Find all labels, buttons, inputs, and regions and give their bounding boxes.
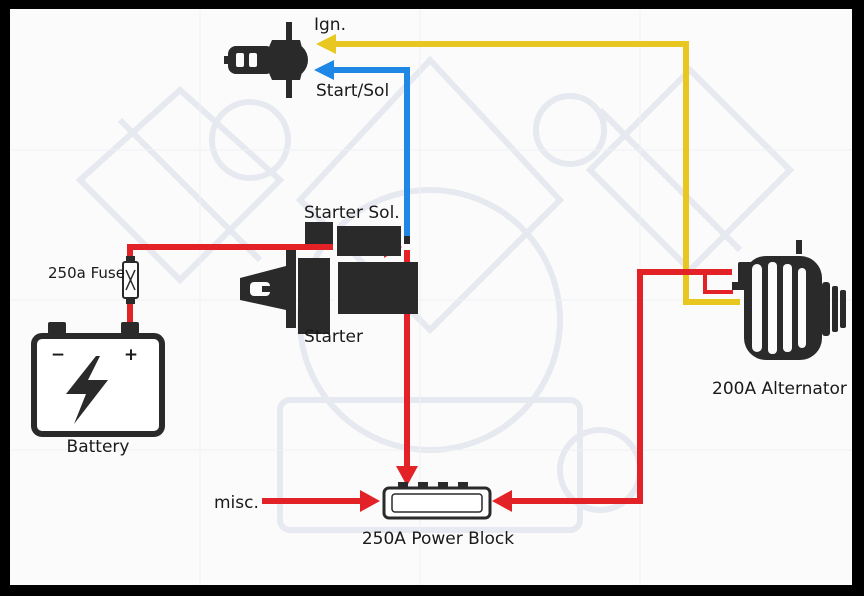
label-start-sol: Start/Sol: [316, 81, 389, 101]
alternator-icon: [732, 240, 846, 360]
arrow-block-left: [360, 490, 380, 512]
diagram-canvas: − +: [10, 9, 852, 585]
label-misc: misc.: [214, 493, 259, 513]
battery-positive-terminal: +: [124, 345, 138, 365]
arrow-start: [314, 60, 334, 80]
label-fuse: 250a Fuse: [48, 264, 125, 282]
wire-red-alternator: [512, 269, 732, 504]
label-starter: Starter: [304, 327, 363, 347]
label-ignition: Ign.: [314, 15, 346, 35]
wire-red-alternator-stub: [703, 272, 733, 294]
label-starter-solenoid: Starter Sol.: [304, 203, 400, 223]
arrow-ignition: [316, 34, 336, 54]
wiring-diagram: − +: [10, 9, 852, 585]
wire-yellow-ignition: [336, 41, 740, 305]
wire-blue-start: [334, 67, 410, 238]
background-grid: [10, 9, 852, 585]
label-power-block: 250A Power Block: [362, 529, 514, 549]
ignition-switch-icon: [224, 22, 308, 98]
label-alternator: 200A Alternator: [712, 379, 847, 399]
label-battery: Battery: [67, 437, 130, 457]
power-block-icon: [382, 482, 492, 520]
arrow-block-right: [492, 490, 512, 512]
starter-motor-icon: [240, 222, 418, 334]
fuse-icon: [122, 256, 139, 304]
battery-negative-terminal: −: [51, 345, 65, 365]
arrow-block-top: [396, 466, 418, 486]
battery-icon: [31, 322, 165, 437]
